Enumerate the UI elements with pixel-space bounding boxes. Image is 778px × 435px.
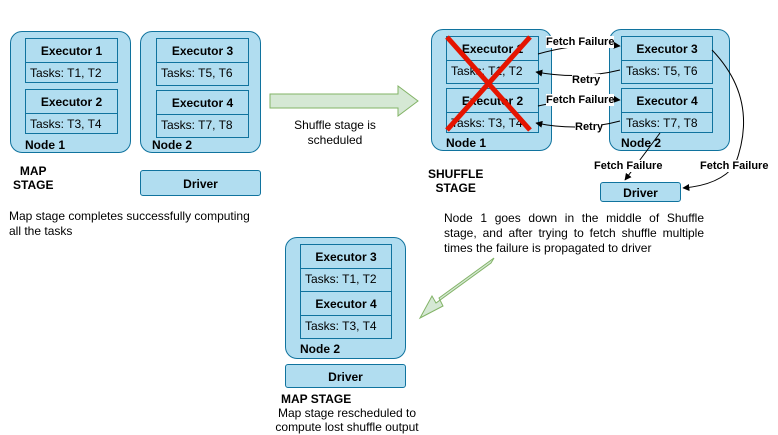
node-2-label-stage2: Node 2 <box>621 136 662 150</box>
executor-2-box: Executor 2 Tasks: T3, T4 <box>25 89 118 134</box>
big-arrow-right <box>269 85 419 117</box>
node-2-box-stage2: Executor 3 Tasks: T5, T6 Executor 4 Task… <box>609 29 730 151</box>
executor-4-box-stage3: Executor 4 Tasks: T3, T4 <box>300 291 392 339</box>
node-2-label-stage3: Node 2 <box>300 342 341 356</box>
executor-1-tasks: Tasks: T1, T2 <box>30 66 102 80</box>
executor-3-tasks: Tasks: T5, T6 <box>161 66 233 80</box>
big-arrow-down-left <box>418 257 495 320</box>
executor-2-tasks-failed: Tasks: T3, T4 <box>451 116 523 130</box>
fetch-failure-label-3: Fetch Failure <box>594 160 663 172</box>
node-1-label: Node 1 <box>25 138 66 152</box>
executor-4-box: Executor 4 Tasks: T7, T8 <box>156 90 249 138</box>
executor-3-box-stage2: Executor 3 Tasks: T5, T6 <box>621 36 713 84</box>
failure-cross-line-2 <box>445 35 532 132</box>
executor-4-tasks-stage2: Tasks: T7, T8 <box>626 116 698 130</box>
executor-1-box: Executor 1 Tasks: T1, T2 <box>25 38 118 83</box>
executor-4-title-stage2: Executor 4 <box>622 89 712 113</box>
shuffle-stage-label: SHUFFLE STAGE <box>428 167 484 195</box>
executor-3-box-stage3: Executor 3 Tasks: T1, T2 <box>300 244 392 292</box>
executor-1-title-failed: Executor 1 <box>447 37 538 61</box>
driver-box-stage2: Driver <box>600 182 681 202</box>
fetch-failure-label-4: Fetch Failure <box>700 160 769 172</box>
fetch-failure-label-1: Fetch Failure <box>546 36 615 48</box>
executor-4-tasks: Tasks: T7, T8 <box>161 118 233 132</box>
executor-3-title-stage3: Executor 3 <box>301 245 391 269</box>
executor-4-tasks-stage3: Tasks: T3, T4 <box>305 319 377 333</box>
node-2-box-stage3: Executor 3 Tasks: T1, T2 Executor 4 Task… <box>285 237 406 359</box>
shuffle-scheduled-label: Shuffle stage is scheduled <box>294 118 376 147</box>
node-2-box-stage1: Executor 3 Tasks: T5, T6 Executor 4 Task… <box>140 31 261 153</box>
retry-label-1: Retry <box>572 74 601 86</box>
executor-1-title: Executor 1 <box>26 39 117 63</box>
executor-4-title: Executor 4 <box>157 91 248 115</box>
fetch-failure-label-2: Fetch Failure <box>546 94 615 106</box>
executor-3-box: Executor 3 Tasks: T5, T6 <box>156 38 249 86</box>
executor-3-title: Executor 3 <box>157 39 248 63</box>
node-1-box-stage1: Executor 1 Tasks: T1, T2 Executor 2 Task… <box>10 31 131 153</box>
rescheduled-description: Map stage rescheduled to compute lost sh… <box>275 406 419 434</box>
executor-2-tasks: Tasks: T3, T4 <box>30 117 102 131</box>
fetch-failure-to-driver-2 <box>682 49 745 191</box>
fetch-failure-to-driver-1 <box>624 132 661 181</box>
executor-4-box-stage2: Executor 4 Tasks: T7, T8 <box>621 88 713 133</box>
driver-box-stage1: Driver <box>140 170 261 196</box>
node-2-label: Node 2 <box>152 138 193 152</box>
node-down-description: Node 1 goes down in the middle of Shuffl… <box>444 211 704 255</box>
executor-3-tasks-stage2: Tasks: T5, T6 <box>626 64 698 78</box>
node-1-label-stage2: Node 1 <box>446 136 487 150</box>
map-stage-label-left: MAP STAGE <box>13 164 54 192</box>
executor-4-title-stage3: Executor 4 <box>301 292 391 316</box>
retry-label-2: Retry <box>575 121 604 133</box>
map-stage-label-bottom: MAP STAGE <box>281 392 352 406</box>
executor-3-tasks-stage3: Tasks: T1, T2 <box>305 272 377 286</box>
driver-box-stage3: Driver <box>285 364 406 388</box>
map-stage-description: Map stage completes successfully computi… <box>9 209 250 238</box>
executor-3-title-stage2: Executor 3 <box>622 37 712 61</box>
executor-2-title: Executor 2 <box>26 90 117 114</box>
